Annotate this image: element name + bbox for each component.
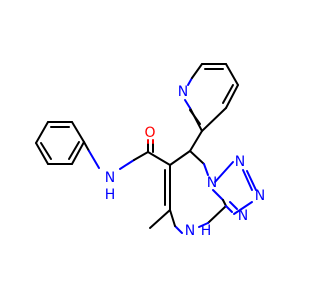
pyridine-n-label: N (178, 84, 188, 100)
tetrazole-n2-label: N (235, 154, 245, 170)
amide-n-bond-right (119, 159, 135, 170)
amide-h-label: H (105, 187, 116, 203)
molecule-structure: N O N H N N N N N H (35, 63, 265, 239)
ring-n-label: N (185, 223, 195, 239)
phenyl-ring (35, 121, 85, 165)
amide-n-bond-left (88, 150, 100, 169)
phenyl-amide-bond (83, 141, 90, 152)
pyridine-ring (184, 63, 239, 132)
carbonyl-ring-bond (147, 151, 171, 166)
carbonyl-o-label: O (144, 125, 155, 141)
amide-carbon-bond (133, 151, 149, 161)
tetrazole-n4-label: N (238, 208, 248, 224)
tetrazole-ring (214, 161, 257, 215)
amide-n-label: N (105, 170, 115, 186)
pyridine-attach-bond (189, 130, 203, 152)
tetrazole-n1-label: N (207, 175, 217, 191)
ring-h-label: H (201, 223, 212, 239)
tetrazole-n3-label: N (255, 188, 265, 204)
molecule-canvas: N O N H N N N N N H (35, 63, 265, 239)
pyrimidine-ring (164, 150, 227, 234)
methyl-bond (149, 209, 171, 229)
